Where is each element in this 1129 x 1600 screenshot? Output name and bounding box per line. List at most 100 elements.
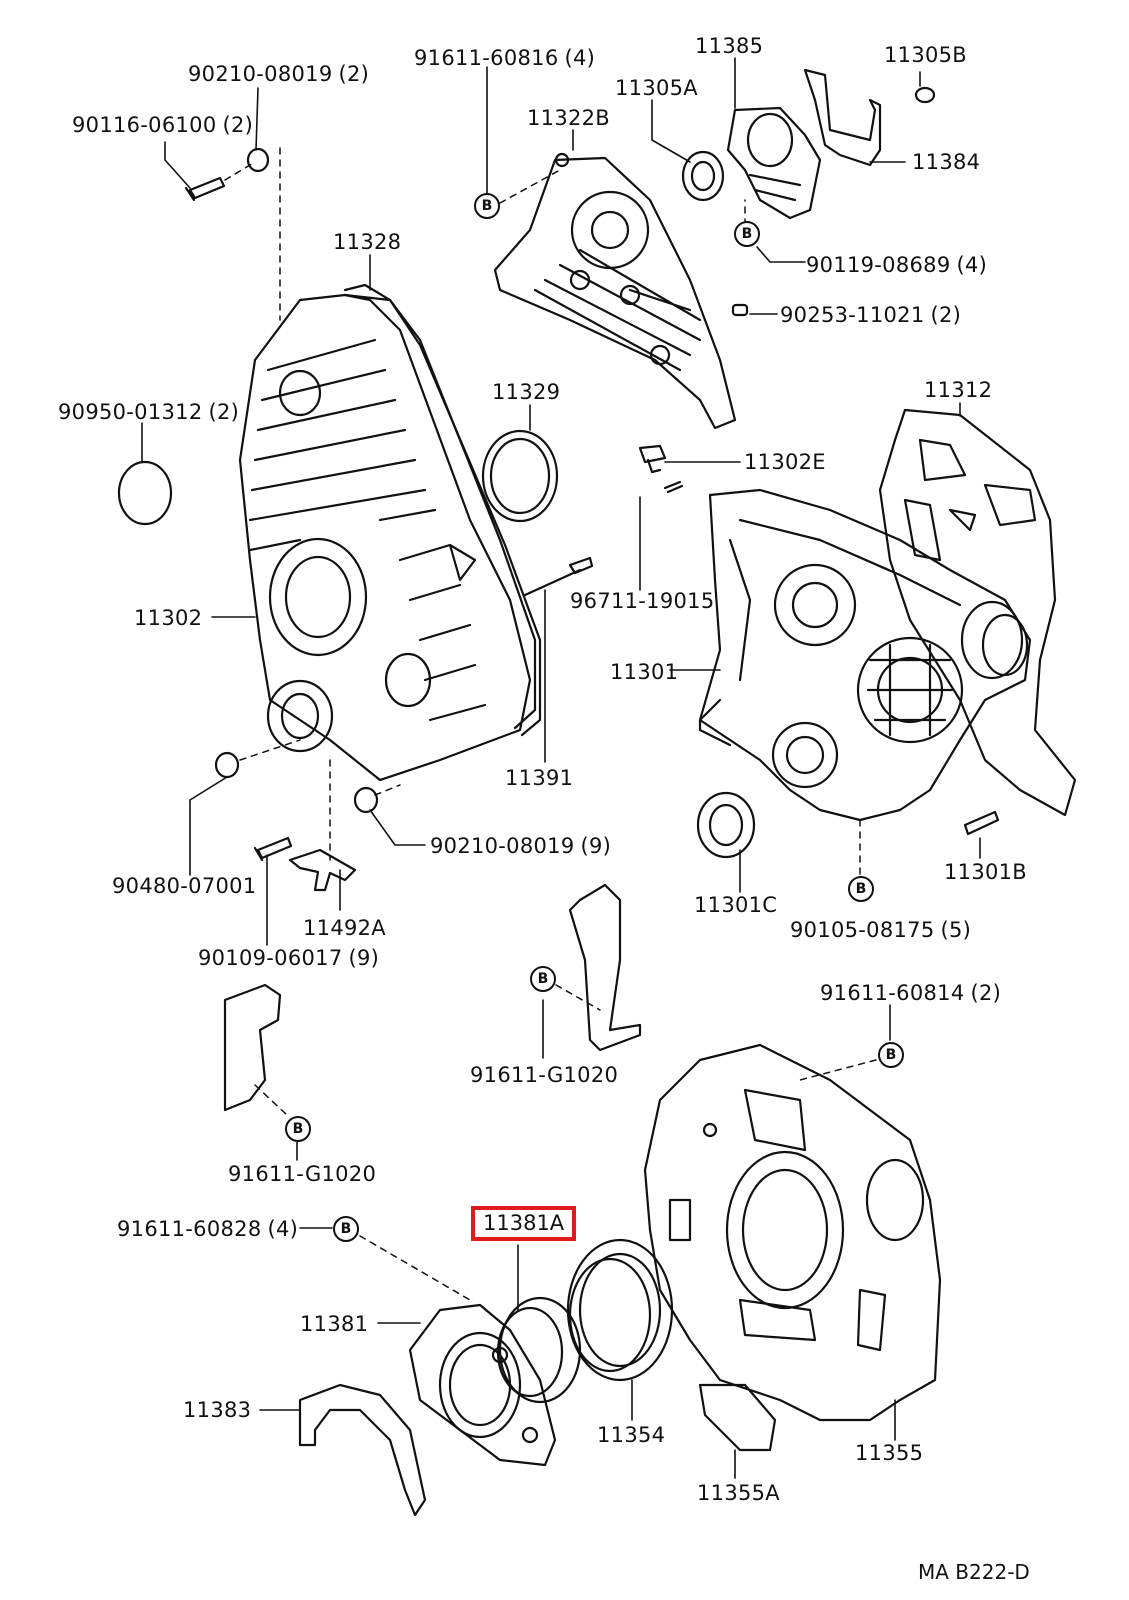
washer-90210-top bbox=[246, 147, 270, 173]
part-code: 90950-01312 bbox=[58, 400, 203, 424]
timing-case-11301 bbox=[698, 488, 1032, 822]
timing-cover-no1 bbox=[238, 293, 537, 782]
label-90480-07001: 90480-07001 bbox=[112, 874, 257, 898]
callout-b-bracket: B bbox=[734, 221, 760, 247]
part-qty: (2) bbox=[208, 400, 240, 424]
gasket-11312 bbox=[878, 408, 1077, 817]
bolt-90116 bbox=[184, 176, 226, 202]
label-90210-08019-top: 90210-08019(2) bbox=[188, 64, 369, 85]
label-90119-08689: 90119-08689(4) bbox=[806, 255, 987, 276]
bracket-center bbox=[568, 883, 642, 1052]
label-11322b: 11322B bbox=[527, 106, 611, 130]
callout-b-housing: B bbox=[333, 1216, 359, 1242]
label-11355a: 11355A bbox=[697, 1481, 780, 1505]
label-11301c: 11301C bbox=[694, 893, 778, 917]
part-code: 90210-08019 bbox=[188, 62, 333, 86]
part-qty: (2) bbox=[930, 303, 962, 327]
part-qty: (4) bbox=[956, 253, 988, 277]
part-code: 90119-08689 bbox=[806, 253, 951, 277]
bolt-90109 bbox=[253, 836, 293, 862]
label-90950-01312: 90950-01312(2) bbox=[58, 402, 239, 423]
pin-90253 bbox=[731, 303, 749, 317]
oring-11329 bbox=[481, 429, 559, 523]
part-qty: (5) bbox=[940, 918, 972, 942]
part-code: 90109-06017 bbox=[198, 946, 343, 970]
label-90105-08175: 90105-08175(5) bbox=[790, 920, 971, 941]
plug-11305b bbox=[914, 86, 936, 104]
bracket-11385 bbox=[726, 106, 822, 220]
callout-b-center-bracket: B bbox=[530, 966, 556, 992]
label-11301b: 11301B bbox=[944, 860, 1028, 884]
label-11328: 11328 bbox=[333, 230, 402, 254]
pin-11391 bbox=[523, 556, 594, 597]
part-qty: (2) bbox=[970, 981, 1002, 1005]
label-11383: 11383 bbox=[183, 1398, 252, 1422]
part-code: 91611-60828 bbox=[117, 1217, 262, 1241]
cover-plate-11322b bbox=[493, 152, 737, 430]
washer-90210 bbox=[353, 786, 379, 814]
label-11305b: 11305B bbox=[884, 43, 968, 67]
callout-b-left-bracket: B bbox=[285, 1116, 311, 1142]
gasket-11384 bbox=[803, 68, 882, 167]
part-code: 90105-08175 bbox=[790, 918, 935, 942]
seal-11354 bbox=[566, 1238, 674, 1382]
label-11391: 11391 bbox=[505, 766, 574, 790]
washer-90480 bbox=[214, 751, 240, 779]
part-code: 91611-60816 bbox=[414, 46, 559, 70]
label-11384: 11384 bbox=[912, 150, 981, 174]
label-91611-g1020-center: 91611-G1020 bbox=[470, 1063, 619, 1087]
label-11302: 11302 bbox=[134, 606, 203, 630]
plug-11302e bbox=[638, 444, 667, 474]
label-91611-g1020-left: 91611-G1020 bbox=[228, 1162, 377, 1186]
cap-11355a bbox=[698, 1383, 777, 1452]
label-11492a: 11492A bbox=[303, 916, 386, 940]
oring-96711 bbox=[663, 480, 684, 494]
label-11312: 11312 bbox=[924, 378, 993, 402]
label-11354: 11354 bbox=[597, 1423, 666, 1447]
part-code: 90116-06100 bbox=[72, 113, 217, 137]
label-91611-60828: 91611-60828(4) bbox=[117, 1219, 298, 1240]
end-plate-11355 bbox=[643, 1043, 942, 1422]
part-qty: (2) bbox=[338, 62, 370, 86]
diagram-code: MA B222-D bbox=[918, 1560, 1030, 1584]
label-11305a: 11305A bbox=[615, 76, 698, 100]
callout-b-timing-case: B bbox=[848, 876, 874, 902]
label-91611-60814: 91611-60814(2) bbox=[820, 983, 1001, 1004]
cover-gasket bbox=[343, 283, 542, 737]
label-90109-06017: 90109-06017(9) bbox=[198, 948, 379, 969]
label-11329: 11329 bbox=[492, 380, 561, 404]
leader-lines bbox=[141, 57, 981, 1479]
label-11355: 11355 bbox=[855, 1441, 924, 1465]
part-qty: (4) bbox=[267, 1217, 299, 1241]
plug-90950 bbox=[117, 460, 173, 526]
oil-seal-11301c bbox=[696, 791, 756, 859]
part-code: 91611-60814 bbox=[820, 981, 965, 1005]
label-11302e: 11302E bbox=[744, 450, 826, 474]
gasket-11383 bbox=[298, 1383, 427, 1517]
label-90116-06100: 90116-06100(2) bbox=[72, 115, 253, 136]
part-qty: (4) bbox=[564, 46, 596, 70]
label-91611-60816: 91611-60816(4) bbox=[414, 48, 595, 69]
label-96711-19015: 96711-19015 bbox=[570, 589, 715, 613]
bracket-left bbox=[223, 983, 282, 1112]
housing-11381 bbox=[408, 1303, 557, 1467]
part-code: 90253-11021 bbox=[780, 303, 925, 327]
dashed-assembly-lines bbox=[224, 147, 877, 1301]
stud-11301b bbox=[963, 810, 1000, 836]
part-qty: (9) bbox=[348, 946, 380, 970]
label-90253-11021: 90253-11021(2) bbox=[780, 305, 961, 326]
label-90210-08019-bottom: 90210-08019(9) bbox=[430, 836, 611, 857]
oil-seal-11305a bbox=[681, 150, 725, 202]
part-qty: (2) bbox=[222, 113, 254, 137]
callout-b-end-plate: B bbox=[878, 1042, 904, 1068]
label-11381: 11381 bbox=[300, 1312, 369, 1336]
label-11381a-highlighted[interactable]: 11381A bbox=[471, 1206, 577, 1242]
label-11385: 11385 bbox=[695, 34, 764, 58]
label-11301: 11301 bbox=[610, 660, 679, 684]
part-code: 90210-08019 bbox=[430, 834, 575, 858]
callout-b-cover-plate: B bbox=[474, 193, 500, 219]
part-qty: (9) bbox=[580, 834, 612, 858]
bracket-11492a bbox=[288, 848, 357, 892]
